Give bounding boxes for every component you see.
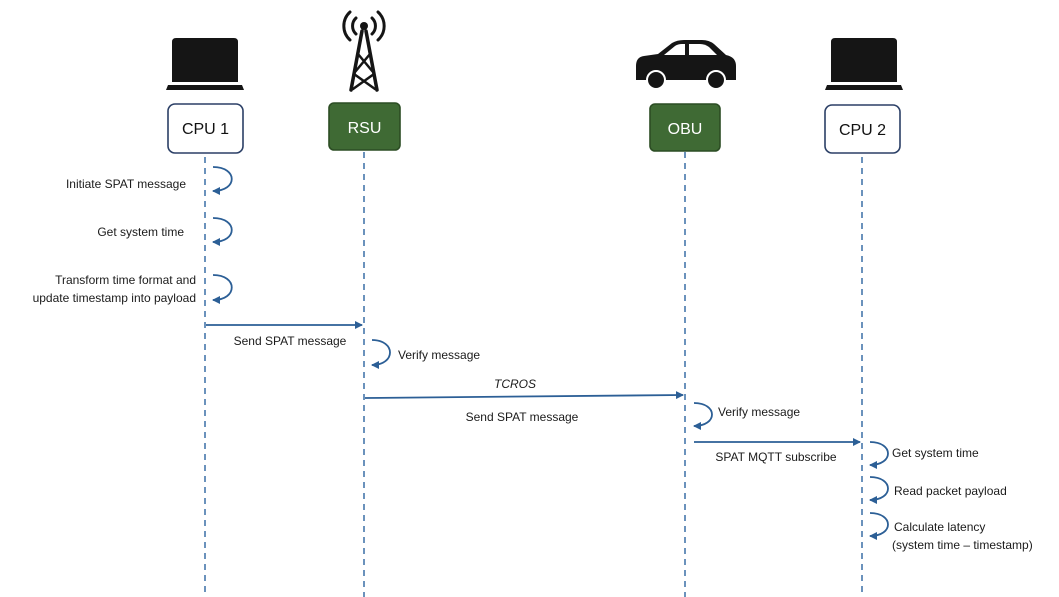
self-step-label: (system time – timestamp) <box>892 538 1033 552</box>
message-rsu-to-obu: TCROS Send SPAT message <box>364 377 684 424</box>
self-loop-arrow <box>371 339 391 369</box>
self-step-3: Transform time format and update timesta… <box>33 273 233 305</box>
self-step-7: Read packet payload <box>869 476 1007 504</box>
car-icon <box>636 40 736 90</box>
self-loop-arrow <box>869 476 889 504</box>
participant-label-obu: OBU <box>668 121 703 138</box>
self-loop-arrow <box>693 402 713 430</box>
self-loop-arrow <box>212 274 233 304</box>
message-label: SPAT MQTT subscribe <box>715 450 836 464</box>
self-step-6: Get system time <box>869 441 979 469</box>
self-step-label: Transform time format and <box>55 273 196 287</box>
message-cpu1-to-rsu: Send SPAT message <box>206 321 363 348</box>
self-step-5: Verify message <box>693 402 800 430</box>
self-step-label: Get system time <box>97 225 184 239</box>
self-step-label: Get system time <box>892 446 979 460</box>
self-step-label: Read packet payload <box>894 484 1007 498</box>
message-obu-to-cpu2: SPAT MQTT subscribe <box>694 438 861 464</box>
participant-cpu1: CPU 1 <box>167 103 244 154</box>
participant-cpu2: CPU 2 <box>824 104 901 154</box>
laptop-icon <box>166 38 244 90</box>
participant-label-cpu2: CPU 2 <box>839 122 886 139</box>
self-step-2: Get system time <box>97 217 233 246</box>
message-label: Send SPAT message <box>234 334 347 348</box>
self-loop-arrow <box>212 166 233 195</box>
self-loop-arrow <box>869 441 889 469</box>
self-step-label: update timestamp into payload <box>33 291 196 305</box>
radio-tower-icon <box>342 10 386 92</box>
self-loop-arrow <box>869 512 889 540</box>
laptop-icon <box>825 38 903 90</box>
participant-label-cpu1: CPU 1 <box>182 121 229 138</box>
self-step-4: Verify message <box>371 339 480 369</box>
self-step-label: Initiate SPAT message <box>66 177 186 191</box>
self-loop-arrow <box>212 217 233 246</box>
participant-rsu: RSU <box>328 102 401 151</box>
self-step-8: Calculate latency (system time – timesta… <box>869 512 1033 552</box>
self-step-label: Verify message <box>398 348 480 362</box>
message-arrow <box>364 391 684 400</box>
self-step-label: Verify message <box>718 405 800 419</box>
message-label-protocol: TCROS <box>494 377 536 391</box>
message-label: Send SPAT message <box>466 410 579 424</box>
participant-label-rsu: RSU <box>348 120 382 137</box>
self-step-label: Calculate latency <box>894 520 985 534</box>
participant-obu: OBU <box>649 103 721 152</box>
lifelines <box>204 152 863 597</box>
self-step-1: Initiate SPAT message <box>66 166 233 195</box>
